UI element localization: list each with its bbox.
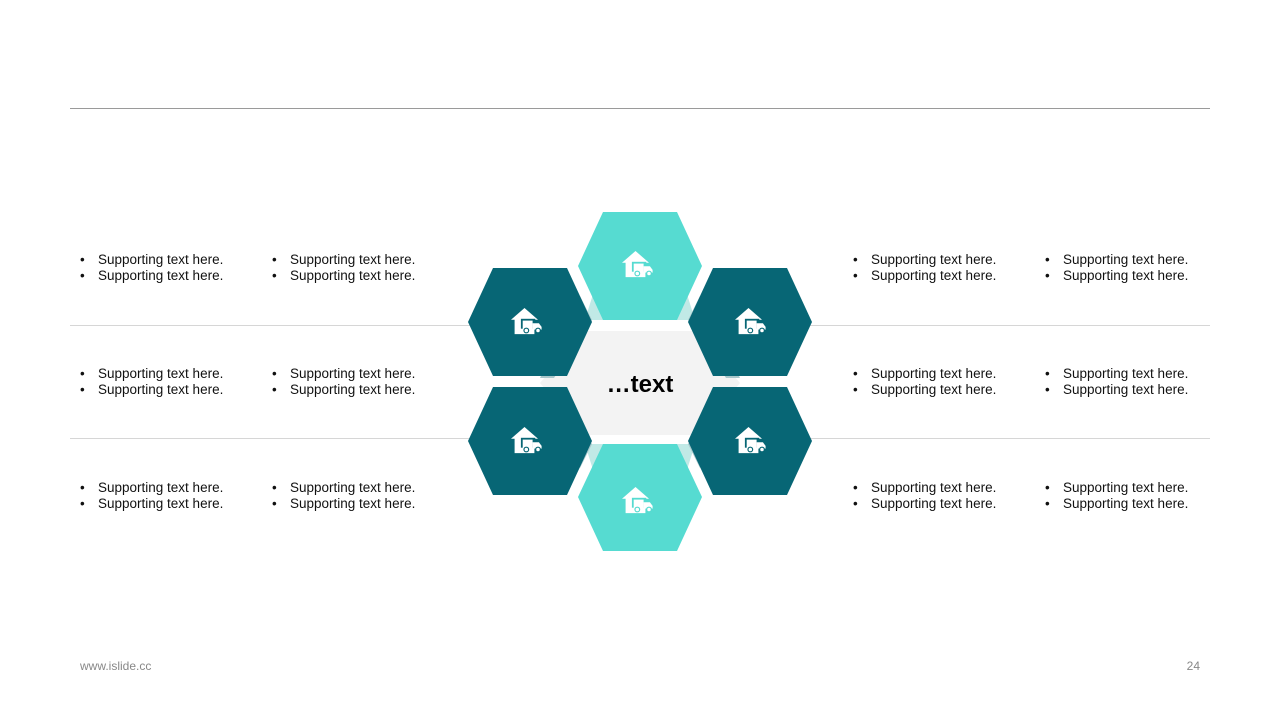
bullet-item: Supporting text here. (272, 496, 415, 512)
bullet-item: Supporting text here. (853, 382, 996, 398)
bullet-item: Supporting text here. (80, 268, 223, 284)
bullet-item: Supporting text here. (1045, 480, 1188, 496)
hexagon-top (578, 212, 702, 320)
center-hexagon (540, 331, 740, 435)
top-divider (70, 108, 1210, 109)
hexagon-lower-left (468, 387, 592, 495)
bullet-item: Supporting text here. (80, 496, 223, 512)
bullet-list: Supporting text here. Supporting text he… (853, 252, 996, 284)
bullet-item: Supporting text here. (272, 252, 415, 268)
bullet-item: Supporting text here. (1045, 382, 1188, 398)
bullet-item: Supporting text here. (80, 366, 223, 382)
bullet-list: Supporting text here. Supporting text he… (272, 366, 415, 398)
bullet-item: Supporting text here. (80, 252, 223, 268)
bullet-item: Supporting text here. (80, 480, 223, 496)
bullet-list: Supporting text here. Supporting text he… (80, 366, 223, 398)
row-divider-left-1 (70, 325, 540, 326)
row-divider-right-1 (740, 325, 1210, 326)
footer-website: www.islide.cc (80, 659, 152, 673)
bullet-item: Supporting text here. (1045, 268, 1188, 284)
bullet-item: Supporting text here. (272, 366, 415, 382)
bullet-list: Supporting text here. Supporting text he… (853, 480, 996, 512)
bullet-item: Supporting text here. (272, 268, 415, 284)
bullet-item: Supporting text here. (1045, 366, 1188, 382)
bullet-item: Supporting text here. (853, 366, 996, 382)
bullet-item: Supporting text here. (853, 496, 996, 512)
hexagon-upper-left (468, 268, 592, 376)
hexagon-lower-right (688, 387, 812, 495)
bullet-list: Supporting text here. Supporting text he… (272, 480, 415, 512)
row-divider-left-2 (70, 438, 540, 439)
bullet-item: Supporting text here. (272, 480, 415, 496)
bullet-list: Supporting text here. Supporting text he… (1045, 480, 1188, 512)
bullet-list: Supporting text here. Supporting text he… (272, 252, 415, 284)
bullet-item: Supporting text here. (1045, 496, 1188, 512)
hexagon-upper-right (688, 268, 812, 376)
row-divider-right-2 (740, 438, 1210, 439)
bullet-item: Supporting text here. (272, 382, 415, 398)
bullet-item: Supporting text here. (853, 252, 996, 268)
bullet-list: Supporting text here. Supporting text he… (1045, 366, 1188, 398)
hexagon-bottom (578, 444, 702, 551)
page-number: 24 (1186, 659, 1200, 673)
bullet-item: Supporting text here. (853, 480, 996, 496)
bullet-list: Supporting text here. Supporting text he… (80, 252, 223, 284)
bullet-list: Supporting text here. Supporting text he… (80, 480, 223, 512)
bullet-list: Supporting text here. Supporting text he… (853, 366, 996, 398)
bullet-list: Supporting text here. Supporting text he… (1045, 252, 1188, 284)
bullet-item: Supporting text here. (80, 382, 223, 398)
center-label: …text (607, 371, 674, 398)
bullet-item: Supporting text here. (853, 268, 996, 284)
bullet-item: Supporting text here. (1045, 252, 1188, 268)
